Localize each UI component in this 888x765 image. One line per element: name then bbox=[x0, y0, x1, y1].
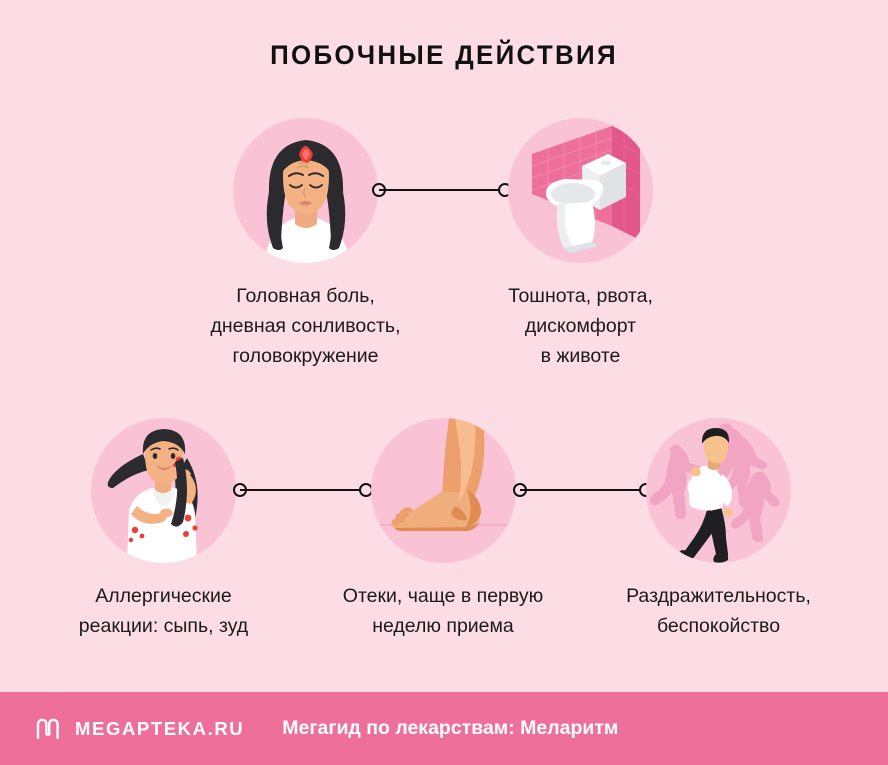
footer-bar: MEGAPTEKA.RU Мегагид по лекарствам: Мела… bbox=[0, 692, 888, 765]
restless-man-icon bbox=[646, 418, 791, 563]
toilet-icon bbox=[508, 118, 653, 263]
symptom-item-edema[interactable]: Отеки, чаще в первую неделю приема bbox=[343, 418, 543, 637]
footer-brand-name[interactable]: MEGAPTEKA.RU bbox=[75, 717, 245, 739]
symptom-caption: Раздражительность, беспокойство bbox=[626, 585, 811, 637]
symptom-item-allergy[interactable]: Аллергические реакции: сыпь, зуд bbox=[79, 418, 248, 637]
page-title: ПОБОЧНЫЕ ДЕЙСТВИЯ bbox=[270, 40, 618, 70]
connector-line-3 bbox=[513, 483, 653, 497]
symptom-caption: Тошнота, рвота, дискомфорт в животе bbox=[508, 285, 653, 367]
symptom-caption: Отеки, чаще в первую неделю приема bbox=[342, 585, 544, 637]
symptom-caption: Головная боль, дневная сонливость, голов… bbox=[210, 285, 401, 367]
connector-line-2 bbox=[233, 483, 373, 497]
megapteka-m-logo-icon bbox=[36, 718, 59, 739]
connector-line-1 bbox=[372, 183, 512, 197]
swollen-foot-icon bbox=[371, 418, 516, 563]
connector-segment bbox=[240, 489, 366, 491]
symptom-item-irritability[interactable]: Раздражительность, беспокойство bbox=[626, 418, 811, 637]
skin-rash-woman-icon bbox=[91, 418, 236, 563]
symptom-caption: Аллергические реакции: сыпь, зуд bbox=[78, 585, 249, 637]
connector-segment bbox=[379, 189, 505, 191]
connector-segment bbox=[520, 489, 646, 491]
symptom-item-nausea[interactable]: Тошнота, рвота, дискомфорт в животе bbox=[508, 118, 653, 367]
headache-woman-icon bbox=[233, 118, 378, 263]
footer-tagline: Мегагид по лекарствам: Меларитм bbox=[282, 717, 619, 739]
symptom-item-headache[interactable]: Головная боль, дневная сонливость, голов… bbox=[210, 118, 401, 367]
